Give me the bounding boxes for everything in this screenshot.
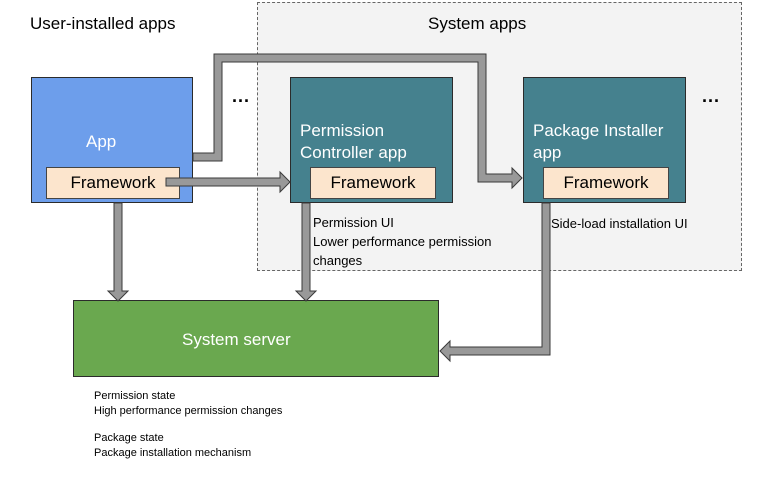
permission-controller-box: Permission Controller app Framework [290, 77, 453, 203]
note-permission-state: Permission state [94, 390, 176, 402]
note-pkg-mechanism: Package installation mechanism [94, 447, 252, 459]
arrow-framework-to-permission-controller [165, 170, 291, 194]
sideload-ui-label: Side-load installation UI [551, 216, 688, 231]
arrow-app-to-system-server [106, 202, 130, 302]
app-box: App Framework [31, 77, 193, 203]
ellipsis-right: ... [702, 86, 721, 106]
package-installer-title-1: Package Installer [533, 121, 664, 140]
app-framework: Framework [46, 167, 180, 199]
user-installed-apps-label: User-installed apps [30, 14, 176, 33]
app-title: App [86, 132, 117, 151]
permission-controller-title-1: Permission [300, 121, 385, 140]
package-installer-box: Package Installer app Framework [523, 77, 686, 203]
package-installer-framework: Framework [543, 167, 669, 199]
system-server-title: System server [182, 330, 291, 349]
note-high-perf: High performance permission changes [94, 405, 283, 417]
lower-perf-label-1: Lower performance permission [313, 234, 492, 249]
note-package-state: Package state [94, 432, 164, 444]
lower-perf-label-2: changes [313, 253, 363, 268]
permission-ui-label: Permission UI [313, 215, 394, 230]
permission-controller-framework: Framework [310, 167, 436, 199]
arrow-permission-controller-to-system-server [294, 202, 318, 302]
permission-controller-title-2: Controller app [300, 143, 407, 162]
ellipsis-left: ... [232, 86, 251, 106]
system-apps-label: System apps [428, 14, 527, 33]
arrow-package-installer-to-system-server [439, 202, 551, 363]
package-installer-title-2: app [533, 143, 562, 162]
system-server-box: System server [73, 300, 439, 377]
arrow-app-to-package-installer [192, 53, 523, 190]
